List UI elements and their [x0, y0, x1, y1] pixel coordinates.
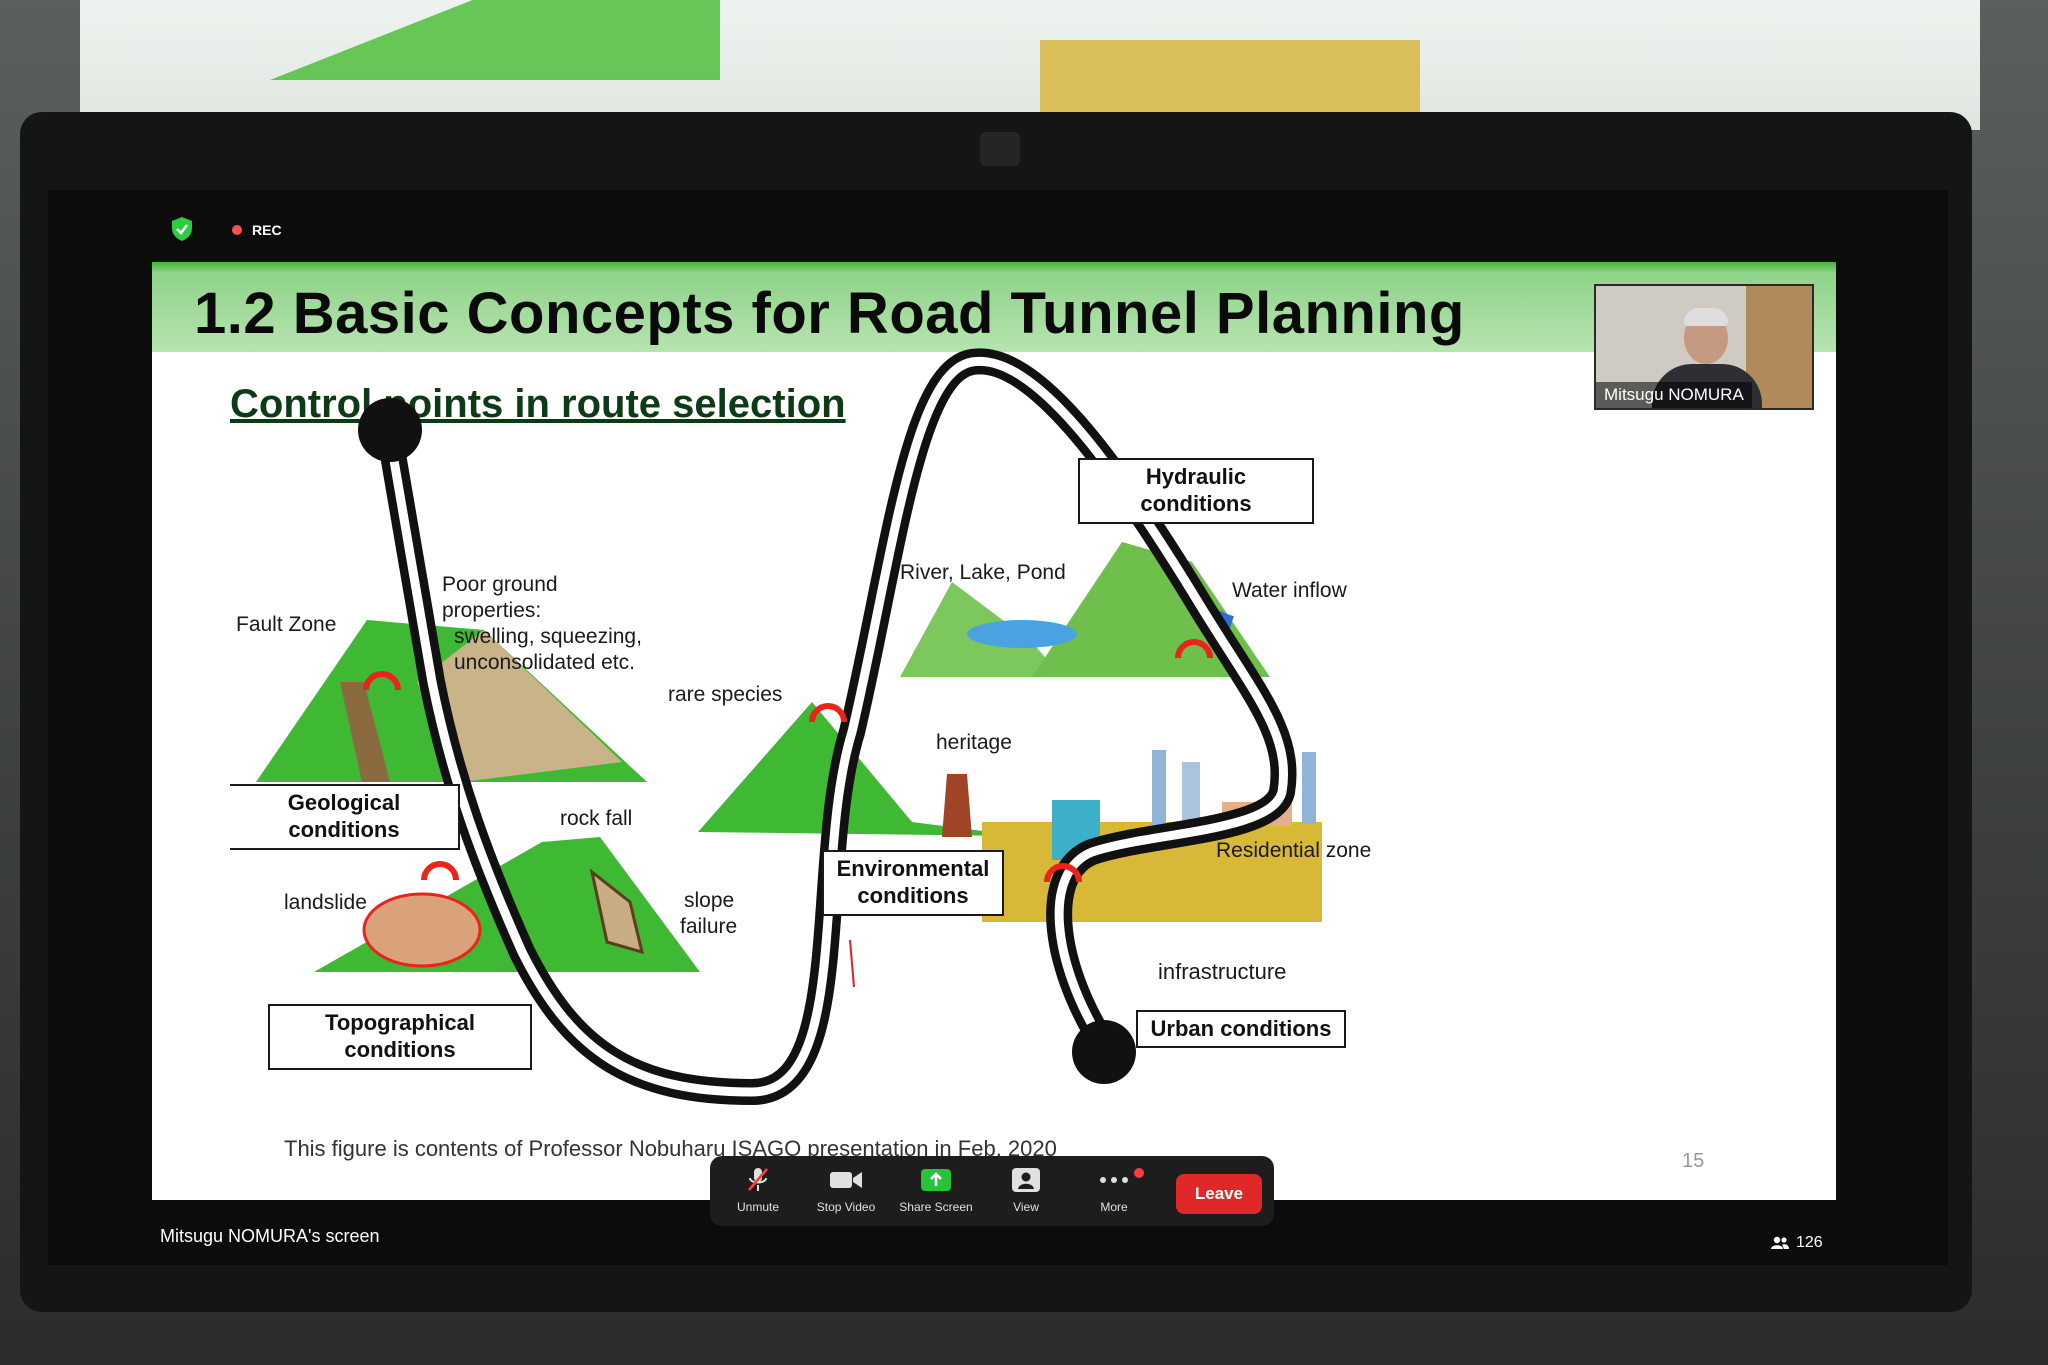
- more-dots-icon: [1100, 1177, 1128, 1183]
- box-urban-conditions: Urban conditions: [1136, 1010, 1346, 1048]
- participant-hair: [1684, 308, 1728, 326]
- security-shield-icon[interactable]: [170, 216, 194, 242]
- stop-video-button[interactable]: Stop Video: [806, 1164, 886, 1222]
- slide-subtitle: Control points in route selection: [230, 382, 846, 426]
- video-participant-name: Mitsugu NOMURA: [1596, 382, 1752, 408]
- view-label: View: [1013, 1200, 1039, 1214]
- poor-ground-zone: [417, 630, 622, 782]
- label-residential-zone: Residential zone: [1216, 839, 1372, 862]
- box-topographical-line2: conditions: [344, 1037, 456, 1062]
- heritage-pagoda: [942, 774, 972, 837]
- residential-tower-2: [1182, 762, 1200, 824]
- fault-zone-band: [340, 682, 390, 782]
- label-infrastructure: infrastructure: [1158, 959, 1287, 984]
- meeting-toolbar: Unmute Stop Video Share Screen View: [710, 1156, 1274, 1226]
- annotation-stroke: [849, 939, 855, 988]
- screen-share-owner: Mitsugu NOMURA's screen: [160, 1226, 380, 1246]
- participants-icon: [1771, 1236, 1789, 1249]
- more-notification-dot: [1134, 1168, 1144, 1178]
- box-environmental-line2: conditions: [857, 883, 969, 908]
- label-heritage: heritage: [936, 731, 1012, 754]
- route-start-point: [358, 398, 422, 462]
- label-slope-failure-1: slope: [684, 889, 735, 912]
- residential-tower-1: [1152, 750, 1166, 825]
- tunnel-marker-geological: [363, 671, 401, 691]
- video-camera-icon: [830, 1172, 862, 1188]
- label-landslide: landslide: [284, 891, 367, 914]
- share-screen-label: Share Screen: [899, 1200, 973, 1214]
- muted-microphone-icon: [748, 1168, 768, 1191]
- unmute-button[interactable]: Unmute: [718, 1164, 798, 1222]
- route-diagram: [256, 348, 1322, 1106]
- participant-video-tile[interactable]: Mitsugu NOMURA: [1594, 284, 1814, 410]
- leave-button[interactable]: Leave: [1176, 1174, 1262, 1214]
- slide-header-band: [152, 262, 1836, 352]
- more-label: More: [1100, 1200, 1128, 1214]
- route-end-point: [1072, 1020, 1136, 1084]
- participants-indicator[interactable]: 126: [1770, 1234, 1823, 1252]
- box-topographical-line1: Topographical: [325, 1010, 475, 1036]
- tunnel-marker-environmental: [809, 703, 847, 723]
- label-water-inflow: Water inflow: [1232, 579, 1347, 602]
- label-rock-fall: rock fall: [560, 807, 633, 830]
- view-icon: [1012, 1168, 1040, 1192]
- landslide-mass: [362, 892, 482, 968]
- label-poor-ground-4: unconsolidated etc.: [454, 651, 635, 674]
- residential-tower-3: [1302, 752, 1316, 824]
- label-fault-zone: Fault Zone: [236, 613, 337, 636]
- unmute-label: Unmute: [736, 1200, 780, 1214]
- label-river-lake-pond: River, Lake, Pond: [900, 561, 1066, 584]
- slide-page-number: 15: [1682, 1150, 1705, 1172]
- environmental-mountain: [698, 702, 1022, 836]
- tunnel-marker-topographical: [421, 861, 459, 881]
- share-screen-button[interactable]: Share Screen: [896, 1164, 976, 1222]
- label-poor-ground-1: Poor ground: [442, 573, 558, 596]
- more-button[interactable]: More: [1074, 1164, 1154, 1222]
- webcam: [980, 132, 1020, 166]
- stop-video-label: Stop Video: [816, 1200, 876, 1214]
- box-geological-line1: Geological: [287, 790, 401, 816]
- tunnel-marker-urban: [1044, 863, 1082, 883]
- box-geological-line2: conditions: [288, 817, 400, 842]
- label-slope-failure-2: failure: [680, 915, 738, 938]
- tunnel-route-inner: [385, 356, 1288, 1097]
- label-poor-ground-2: properties:: [442, 599, 542, 622]
- box-hydraulic-line1: Hydraulic: [1145, 464, 1247, 490]
- slope-failure-rock: [589, 868, 645, 955]
- label-rare-species: rare species: [668, 683, 783, 706]
- recording-dot-icon: [232, 225, 242, 235]
- label-poor-ground-3: swelling, squeezing,: [454, 625, 642, 648]
- box-environmental-line1: Environmental: [836, 856, 990, 882]
- lake: [967, 620, 1077, 648]
- share-screen-icon: [921, 1169, 951, 1191]
- participant-count: 126: [1796, 1234, 1823, 1251]
- box-hydraulic-line2: conditions: [1140, 491, 1252, 516]
- shared-slide: 1.2 Basic Concepts for Road Tunnel Plann…: [152, 262, 1836, 1200]
- recording-label: REC: [252, 222, 282, 238]
- view-button[interactable]: View: [986, 1164, 1066, 1222]
- slide-title: 1.2 Basic Concepts for Road Tunnel Plann…: [194, 281, 1465, 346]
- tunnel-marker-hydraulic: [1175, 639, 1213, 659]
